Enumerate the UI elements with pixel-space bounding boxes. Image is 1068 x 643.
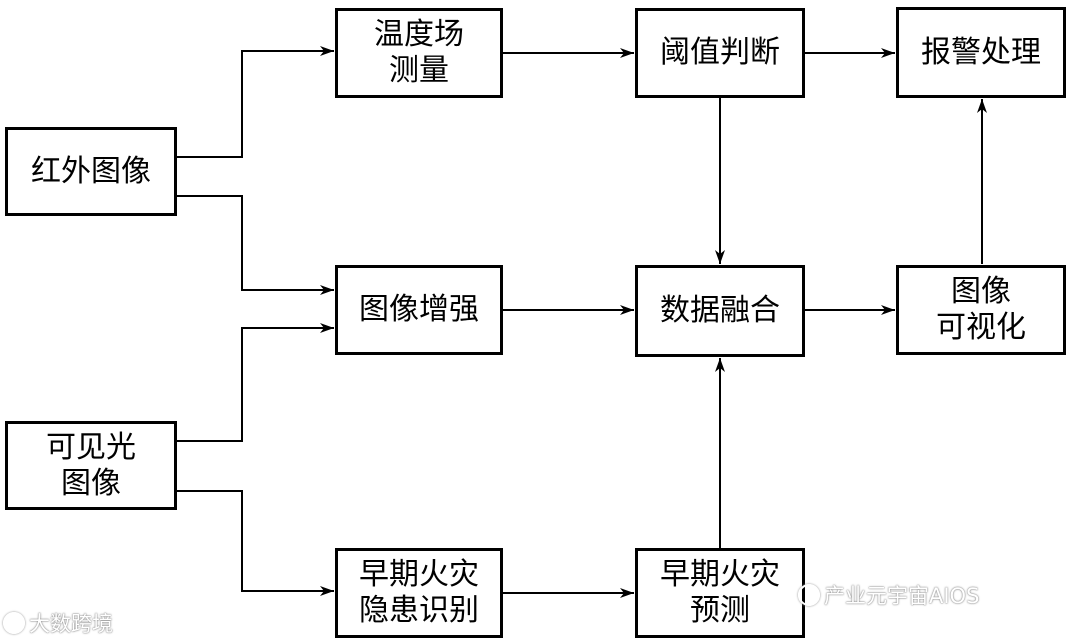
node-image-visualization-line-1: 图像	[951, 274, 1011, 309]
node-alarm-handling-line-1: 报警处理	[921, 34, 1041, 70]
watermark-logo-icon	[3, 612, 25, 634]
node-infrared-image-line-1: 红外图像	[31, 153, 151, 189]
node-threshold-judgment-line-1: 阈值判断	[660, 35, 780, 70]
node-early-fire-prediction: 早期火灾 预测	[635, 548, 805, 638]
watermark-left: 大数跨境	[3, 608, 113, 638]
node-alarm-handling: 报警处理	[896, 7, 1066, 98]
arrow-visible-to-early-fire-hazard	[177, 490, 334, 596]
node-image-enhancement: 图像增强	[335, 265, 503, 355]
node-early-fire-hazard-identification-line-1: 早期火灾	[359, 557, 479, 592]
node-infrared-image: 红外图像	[5, 127, 177, 216]
arrow-visible-to-image-enhance	[177, 323, 334, 442]
arrow-infrared-to-image-enhance	[177, 195, 334, 295]
node-temperature-field-measurement: 温度场 测量	[335, 8, 503, 98]
node-threshold-judgment: 阈值判断	[635, 8, 805, 98]
node-image-visualization: 图像 可视化	[896, 265, 1066, 355]
node-image-enhancement-line-1: 图像增强	[359, 292, 479, 327]
node-image-visualization-line-2: 可视化	[936, 310, 1026, 345]
node-visible-light-image: 可见光 图像	[5, 421, 177, 510]
node-early-fire-hazard-identification: 早期火灾 隐患识别	[335, 548, 503, 638]
watermark-right: 产业元宇宙AIOS	[798, 580, 979, 610]
node-data-fusion-line-1: 数据融合	[660, 293, 780, 328]
node-data-fusion: 数据融合	[635, 265, 805, 357]
node-early-fire-hazard-identification-line-2: 隐患识别	[359, 593, 479, 628]
node-early-fire-prediction-line-2: 预测	[690, 593, 750, 628]
node-visible-light-image-line-2: 图像	[61, 465, 121, 501]
wechat-logo-icon	[798, 584, 820, 606]
arrow-infrared-to-temp-field	[177, 46, 334, 158]
node-visible-light-image-line-1: 可见光	[46, 429, 136, 465]
watermark-right-text: 产业元宇宙AIOS	[824, 584, 980, 608]
node-early-fire-prediction-line-1: 早期火灾	[660, 557, 780, 592]
node-temperature-field-measurement-line-2: 测量	[389, 53, 449, 88]
node-temperature-field-measurement-line-1: 温度场	[374, 17, 464, 52]
watermark-left-text: 大数跨境	[29, 612, 113, 636]
